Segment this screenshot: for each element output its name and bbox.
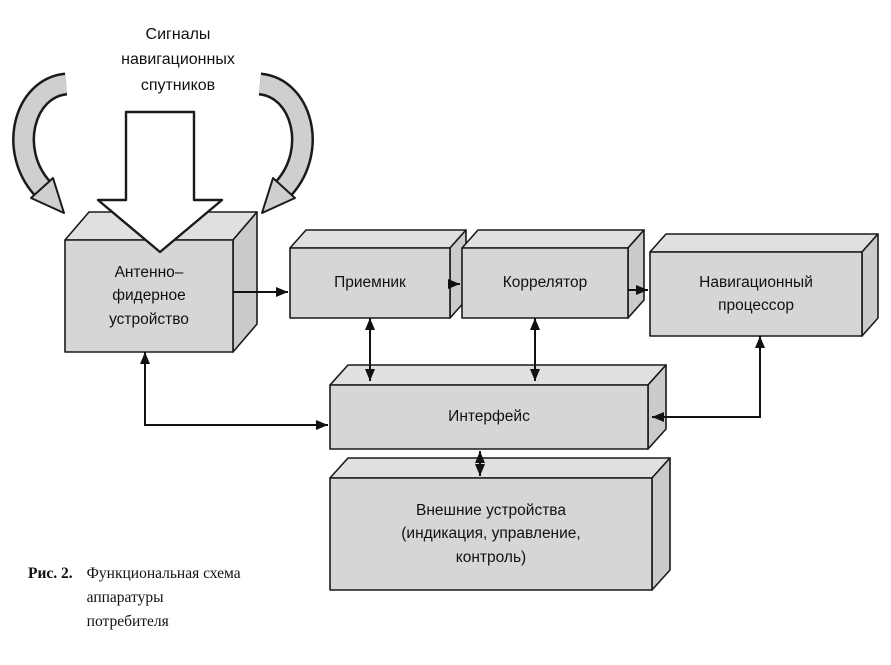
- big-down-arrow-icon: [96, 110, 224, 254]
- correlator-box-shape: [461, 229, 645, 319]
- figure-caption-text: Функциональная схема аппаратуры потребит…: [86, 565, 241, 630]
- antenna-box-shape: [64, 211, 258, 353]
- curved-arrow-left-icon: [12, 72, 69, 214]
- external-devices-box-shape: [329, 457, 671, 591]
- curved-arrow-right-icon: [257, 72, 314, 214]
- figure-caption-number: Рис. 2.: [28, 565, 73, 582]
- figure-caption: Рис. 2. Функциональная схема аппаратуры …: [28, 562, 328, 634]
- receiver-box-shape: [289, 229, 467, 319]
- connector-processor-interface: [652, 336, 765, 422]
- connector-interface-antenna: [140, 352, 328, 430]
- interface-box-shape: [329, 364, 667, 450]
- processor-box-shape: [649, 233, 879, 337]
